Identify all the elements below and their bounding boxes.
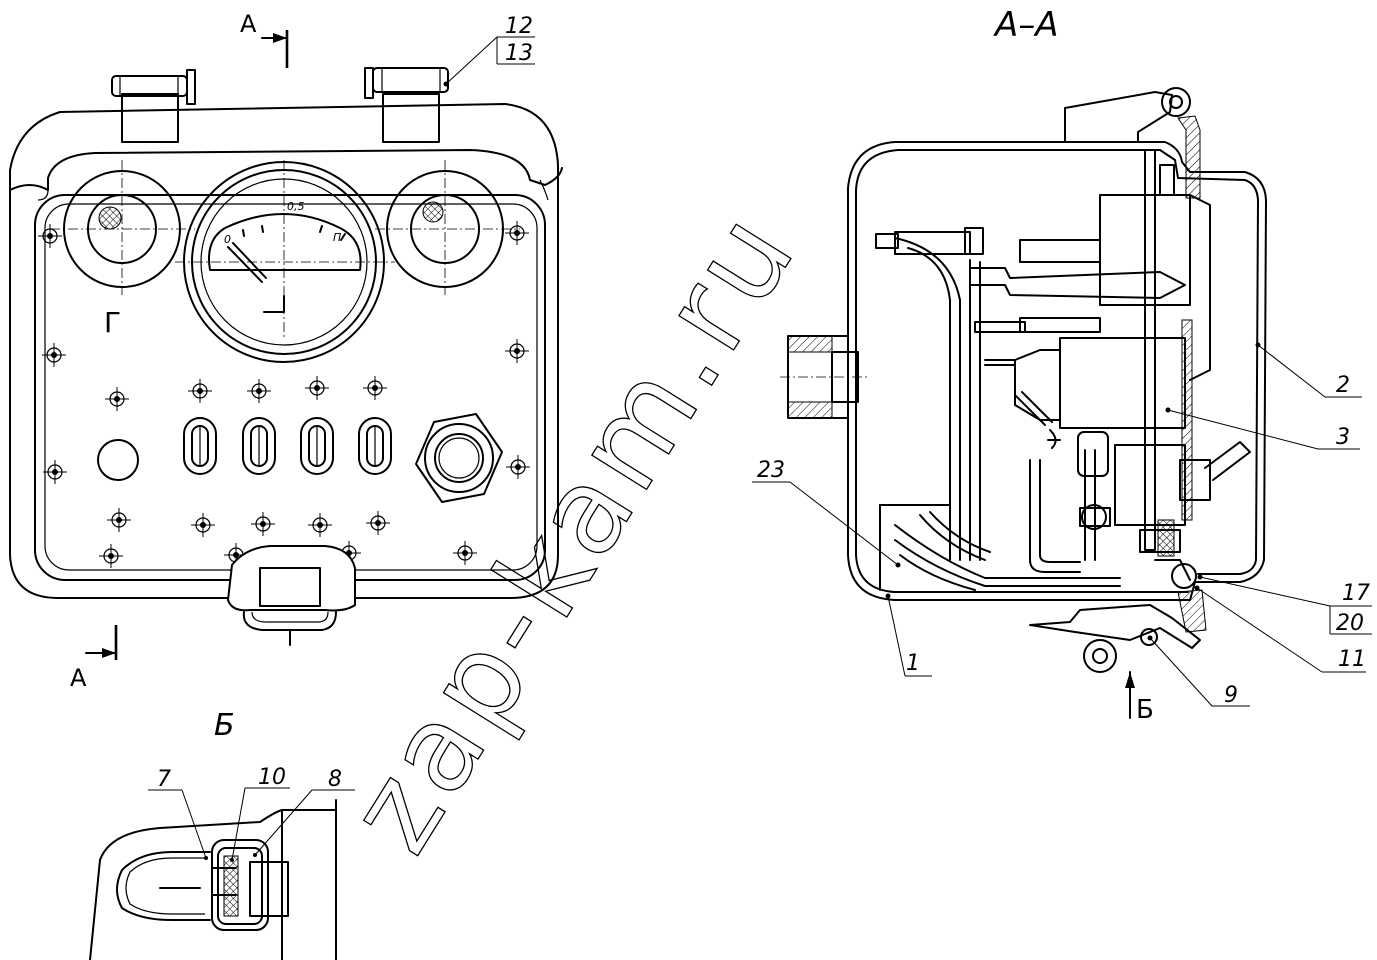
callout-9: 9 <box>1224 683 1238 708</box>
hinge-right <box>364 67 449 143</box>
cable-gland-nut <box>415 413 503 503</box>
callout-13: 13 <box>505 41 533 66</box>
view-b-arrow-label: Б <box>1136 695 1154 725</box>
section-mark-bottom: A <box>70 625 118 692</box>
view-b-arrow: Б <box>1125 671 1154 725</box>
callout-12-13: 12 13 <box>443 14 535 87</box>
cable-gland-section <box>780 335 870 419</box>
toggle-switches <box>183 417 392 475</box>
gauge-scale-mid: 0,5 <box>287 200 305 213</box>
indicator-lamp-left <box>50 160 195 295</box>
hinge-left <box>111 69 196 143</box>
callout-17: 17 <box>1342 581 1370 606</box>
watermark: zap-kam.ru <box>321 185 824 875</box>
watermark-text: zap-kam.ru <box>322 186 824 875</box>
indicator-lamp-right <box>375 160 520 295</box>
callout-10: 10 <box>258 765 286 790</box>
panel-letter: Г <box>104 306 121 339</box>
callout-1: 1 <box>906 651 920 676</box>
bottom-latch <box>227 545 356 646</box>
gauge-scale-max: П <box>333 231 341 244</box>
callout-2: 2 <box>1336 373 1350 398</box>
section-mark-bottom-label: A <box>70 664 87 692</box>
front-view: 0 0,5 П Г <box>9 10 563 692</box>
view-b-title: Б <box>214 708 235 743</box>
section-mark-top: A <box>240 10 289 68</box>
gauge: 0 0,5 П <box>175 160 395 363</box>
gauge-scale-min: 0 <box>224 233 231 246</box>
callout-23: 23 <box>757 458 785 483</box>
section-title: A–A <box>993 5 1059 45</box>
callout-7: 7 <box>157 767 171 792</box>
section-mark-top-label: A <box>240 10 257 38</box>
callout-11: 11 <box>1338 647 1366 672</box>
callout-12: 12 <box>505 14 533 39</box>
view-b: Б 7 10 8 <box>89 708 355 960</box>
callout-8: 8 <box>328 767 342 792</box>
callout-3: 3 <box>1336 425 1350 450</box>
section-a-a: A–A <box>752 5 1372 725</box>
push-button <box>97 439 139 481</box>
callout-20: 20 <box>1336 611 1364 636</box>
section-callouts: 2 3 17 20 11 9 <box>752 342 1372 708</box>
